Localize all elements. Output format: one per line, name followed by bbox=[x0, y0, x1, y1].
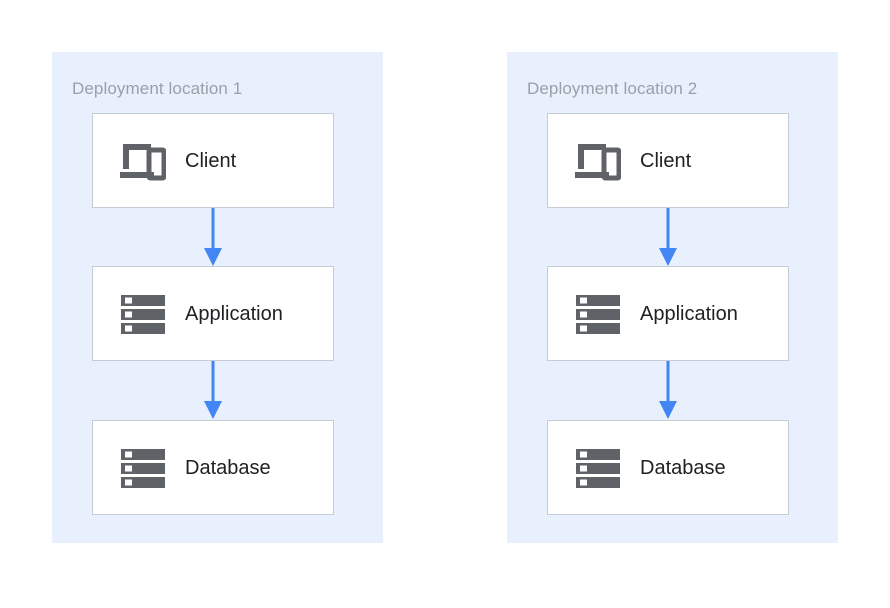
node-client[interactable]: Client bbox=[92, 113, 334, 208]
node-client[interactable]: Client bbox=[547, 113, 789, 208]
node-label: Database bbox=[185, 456, 271, 479]
server-stack-icon bbox=[570, 286, 626, 342]
panel-title: Deployment location 2 bbox=[527, 79, 698, 98]
server-stack-icon bbox=[115, 286, 171, 342]
node-label: Application bbox=[640, 302, 738, 325]
arrow-client-to-application bbox=[657, 208, 679, 268]
devices-icon bbox=[570, 133, 626, 189]
arrow-client-to-application bbox=[202, 208, 224, 268]
server-stack-icon bbox=[115, 440, 171, 496]
node-application[interactable]: Application bbox=[92, 266, 334, 361]
node-label: Client bbox=[185, 149, 237, 172]
deployment-location-panel-1: Deployment location 1 Client bbox=[52, 52, 383, 543]
node-database[interactable]: Database bbox=[92, 420, 334, 515]
arrow-application-to-database bbox=[202, 361, 224, 421]
node-database[interactable]: Database bbox=[547, 420, 789, 515]
node-label: Client bbox=[640, 149, 692, 172]
deployment-location-panel-2: Deployment location 2 Client bbox=[507, 52, 838, 543]
devices-icon bbox=[115, 133, 171, 189]
node-label: Database bbox=[640, 456, 726, 479]
panel-title: Deployment location 1 bbox=[72, 79, 243, 98]
arrow-application-to-database bbox=[657, 361, 679, 421]
server-stack-icon bbox=[570, 440, 626, 496]
node-label: Application bbox=[185, 302, 283, 325]
node-application[interactable]: Application bbox=[547, 266, 789, 361]
